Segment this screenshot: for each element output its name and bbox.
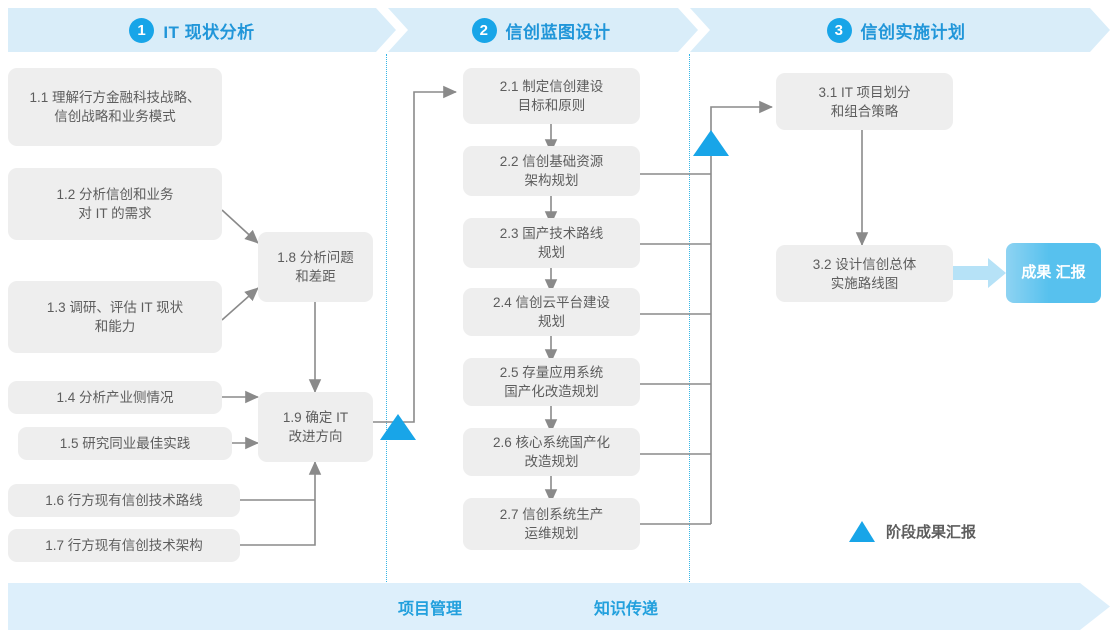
task-box-1-7[interactable]: 1.7 行方现有信创技术架构 [8,529,240,562]
deliverable-line1: 成果 [1021,264,1052,281]
task-2-2-line1: 2.2 信创基础资源 [499,154,604,169]
task-1-3-line2: 和能力 [94,319,136,334]
phase-badge-1: 1 [129,17,155,43]
task-1-5-line1: 1.5 研究同业最佳实践 [59,436,191,451]
task-1-8-line1: 1.8 分析问题 [277,250,354,265]
phase-badge-2: 2 [471,17,497,43]
phase-header-1: 1 IT 现状分析 [8,8,396,52]
task-box-2-3[interactable]: 2.3 国产技术路线 规划 [463,218,640,268]
legend-label: 阶段成果汇报 [886,524,977,541]
task-box-1-1[interactable]: 1.1 理解行方金融科技战略、 信创战略和业务模式 [8,68,222,146]
task-2-4-line1: 2.4 信创云平台建设 [492,295,611,310]
task-2-2-line2: 架构规划 [524,173,579,188]
task-1-6-line1: 1.6 行方现有信创技术路线 [45,493,203,508]
task-box-2-7[interactable]: 2.7 信创系统生产 运维规划 [463,498,640,550]
task-box-1-5[interactable]: 1.5 研究同业最佳实践 [18,427,232,460]
phase-label-1: IT 现状分析 [163,22,255,42]
task-box-2-1[interactable]: 2.1 制定信创建设 目标和原则 [463,68,640,124]
footer-band [8,583,1110,630]
task-box-1-9[interactable]: 1.9 确定 IT 改进方向 [258,392,373,462]
footer-item-knowledge-transfer: 知识传递 [594,600,659,618]
task-1-1-line2: 信创战略和业务模式 [54,109,176,124]
task-2-1-line2: 目标和原则 [517,98,586,113]
task-1-9-line1: 1.9 确定 IT [282,410,349,425]
task-3-2-line1: 3.2 设计信创总体 [812,256,917,272]
task-1-9-line2: 改进方向 [288,429,343,444]
task-box-2-6[interactable]: 2.6 核心系统国产化 改造规划 [463,428,640,476]
task-2-6-line1: 2.6 核心系统国产化 [492,435,611,450]
task-3-1-line2: 和组合策略 [830,103,899,119]
phase-badge-3: 3 [826,17,852,43]
phase-header-3: 3 信创实施计划 [690,8,1110,52]
deliverable-chip[interactable]: 成果 汇报 [1006,243,1101,303]
phase-label-3: 信创实施计划 [860,22,966,42]
task-box-1-3[interactable]: 1.3 调研、评估 IT 现状 和能力 [8,281,222,353]
task-1-7-line1: 1.7 行方现有信创技术架构 [45,538,203,553]
task-1-2-line1: 1.2 分析信创和业务 [56,187,174,202]
task-1-3-line1: 1.3 调研、评估 IT 现状 [46,300,184,315]
milestone-triangle-icon [849,521,875,542]
task-box-3-1[interactable]: 3.1 IT 项目划分 和组合策略 [776,73,953,130]
task-box-2-5[interactable]: 2.5 存量应用系统 国产化改造规划 [463,358,640,406]
task-3-1-line1: 3.1 IT 项目划分 [818,84,911,100]
task-1-8-line2: 和差距 [295,269,336,284]
task-2-3-line1: 2.3 国产技术路线 [499,226,604,241]
task-1-4-line1: 1.4 分析产业侧情况 [56,390,174,405]
task-box-1-2[interactable]: 1.2 分析信创和业务 对 IT 的需求 [8,168,222,240]
deliverable-line2: 汇报 [1055,264,1086,281]
lane-divider-2 [689,54,690,584]
phase-header-2: 2 信创蓝图设计 [388,8,698,52]
task-2-7-line2: 运维规划 [524,526,579,541]
task-2-5-line2: 国产化改造规划 [504,384,599,399]
task-2-4-line2: 规划 [538,314,565,329]
phase-label-2: 信创蓝图设计 [505,22,611,42]
task-2-6-line2: 改造规划 [524,454,579,469]
milestone-triangle-phase2 [693,130,729,156]
task-box-1-4[interactable]: 1.4 分析产业侧情况 [8,381,222,414]
task-2-1-line1: 2.1 制定信创建设 [499,79,604,94]
task-2-3-line2: 规划 [538,245,565,260]
task-box-1-6[interactable]: 1.6 行方现有信创技术路线 [8,484,240,517]
task-1-2-line2: 对 IT 的需求 [78,206,152,221]
task-box-2-2[interactable]: 2.2 信创基础资源 架构规划 [463,146,640,196]
task-box-2-4[interactable]: 2.4 信创云平台建设 规划 [463,288,640,336]
task-box-1-8[interactable]: 1.8 分析问题 和差距 [258,232,373,302]
task-3-2-line2: 实施路线图 [830,275,899,291]
task-2-5-line1: 2.5 存量应用系统 [499,365,604,380]
task-box-3-2[interactable]: 3.2 设计信创总体 实施路线图 [776,245,953,302]
task-2-7-line1: 2.7 信创系统生产 [499,507,604,522]
task-1-1-line1: 1.1 理解行方金融科技战略、 [29,90,201,105]
footer-item-project-management: 项目管理 [398,600,463,618]
deliverable-arrow-icon [953,258,1006,288]
legend: 阶段成果汇报 [849,521,976,542]
lane-divider-1 [386,54,387,584]
